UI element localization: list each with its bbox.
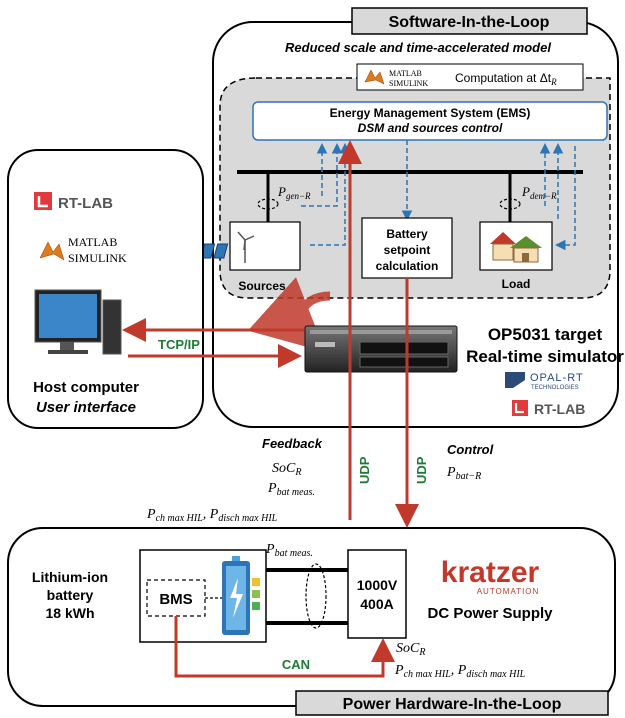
udp-left: UDP bbox=[357, 456, 372, 484]
opal-line2: TECHNOLOGIES bbox=[531, 385, 579, 391]
ems-title: Energy Management System (EMS) bbox=[330, 106, 531, 120]
tcpip-label: TCP/IP bbox=[158, 337, 200, 352]
battery-line3: 18 kWh bbox=[45, 605, 94, 621]
battery-line1: Lithium-ion bbox=[32, 569, 108, 585]
udp-right: UDP bbox=[414, 456, 429, 484]
dc-power-supply-label: DC Power Supply bbox=[427, 605, 553, 622]
phil-pbat-meas: Pbat meas. bbox=[265, 542, 313, 559]
sil-title-box bbox=[351, 7, 588, 35]
sources-box bbox=[229, 221, 301, 271]
rtlab-target-logo-icon bbox=[512, 400, 528, 416]
battery-setpoint-box bbox=[361, 217, 453, 279]
can-label: CAN bbox=[282, 657, 310, 672]
battery-icon bbox=[222, 556, 260, 635]
control-pbat: Pbat−R bbox=[446, 465, 481, 482]
target-line2: Real-time simulator bbox=[466, 347, 624, 366]
ps-line1: 1000V bbox=[357, 577, 398, 593]
feedback-pmax: Pch max HIL, Pdisch max HIL bbox=[146, 507, 278, 524]
host-matlab-line1: MATLAB bbox=[68, 235, 117, 249]
bms-label: BMS bbox=[159, 591, 192, 608]
host-subtitle: User interface bbox=[36, 399, 136, 416]
load-label: Load bbox=[502, 277, 531, 291]
matlab-logo-icon bbox=[364, 69, 385, 85]
battery-setpoint-line3: calculation bbox=[376, 259, 439, 273]
phil-title: Power Hardware-In-the-Loop bbox=[343, 696, 562, 713]
kratzer-logo: kratzer bbox=[441, 556, 540, 589]
opal-rt-logo-icon bbox=[505, 372, 525, 388]
host-rtlab: RT-LAB bbox=[58, 195, 113, 212]
battery-setpoint-line2: setpoint bbox=[384, 243, 431, 257]
battery-line2: battery bbox=[47, 587, 94, 603]
computation-label: Computation at ΔtR bbox=[455, 71, 557, 87]
phil-pmax: Pch max HIL, Pdisch max HIL bbox=[394, 663, 526, 680]
sil-matlab-line2: SIMULINK bbox=[389, 79, 428, 88]
bms-box bbox=[146, 579, 206, 617]
ems-subtitle: DSM and sources control bbox=[358, 121, 503, 135]
feedback-label: Feedback bbox=[262, 436, 323, 451]
sil-matlab-line1: MATLAB bbox=[389, 69, 422, 78]
power-supply-box bbox=[347, 549, 407, 639]
host-container bbox=[7, 149, 204, 429]
phil-soc: SoCR bbox=[396, 641, 425, 658]
sil-subtitle: Reduced scale and time-accelerated model bbox=[285, 40, 551, 55]
p-dem-label: Pdem−R bbox=[521, 184, 557, 201]
computation-box bbox=[356, 63, 584, 91]
computer-icon bbox=[34, 289, 122, 355]
host-title: Host computer bbox=[33, 379, 139, 396]
feedback-pbat: Pbat meas. bbox=[267, 481, 315, 498]
current-sensor bbox=[305, 563, 327, 629]
host-matlab-line2: SIMULINK bbox=[68, 251, 127, 265]
simulator-icon bbox=[304, 325, 458, 373]
target-rtlab: RT-LAB bbox=[534, 401, 585, 417]
phil-title-box bbox=[295, 690, 609, 716]
ems-box bbox=[252, 101, 608, 141]
control-label: Control bbox=[447, 442, 494, 457]
sil-title: Software-In-the-Loop bbox=[389, 14, 550, 31]
target-line1: OP5031 target bbox=[488, 325, 603, 344]
kratzer-automation: AUTOMATION bbox=[477, 587, 540, 596]
opal-line1: OPAL-RT bbox=[530, 372, 584, 384]
battery-setpoint-line1: Battery bbox=[386, 227, 428, 241]
house-icon bbox=[490, 232, 542, 263]
rtlab-host-logo-icon bbox=[34, 192, 52, 210]
p-gen-label: Pgen−R bbox=[277, 184, 311, 201]
host-matlab-icon bbox=[39, 241, 65, 261]
sources-label: Sources bbox=[238, 279, 286, 293]
ps-line2: 400A bbox=[360, 596, 393, 612]
feedback-soc: SoCR bbox=[272, 461, 301, 478]
can-link bbox=[174, 616, 395, 678]
